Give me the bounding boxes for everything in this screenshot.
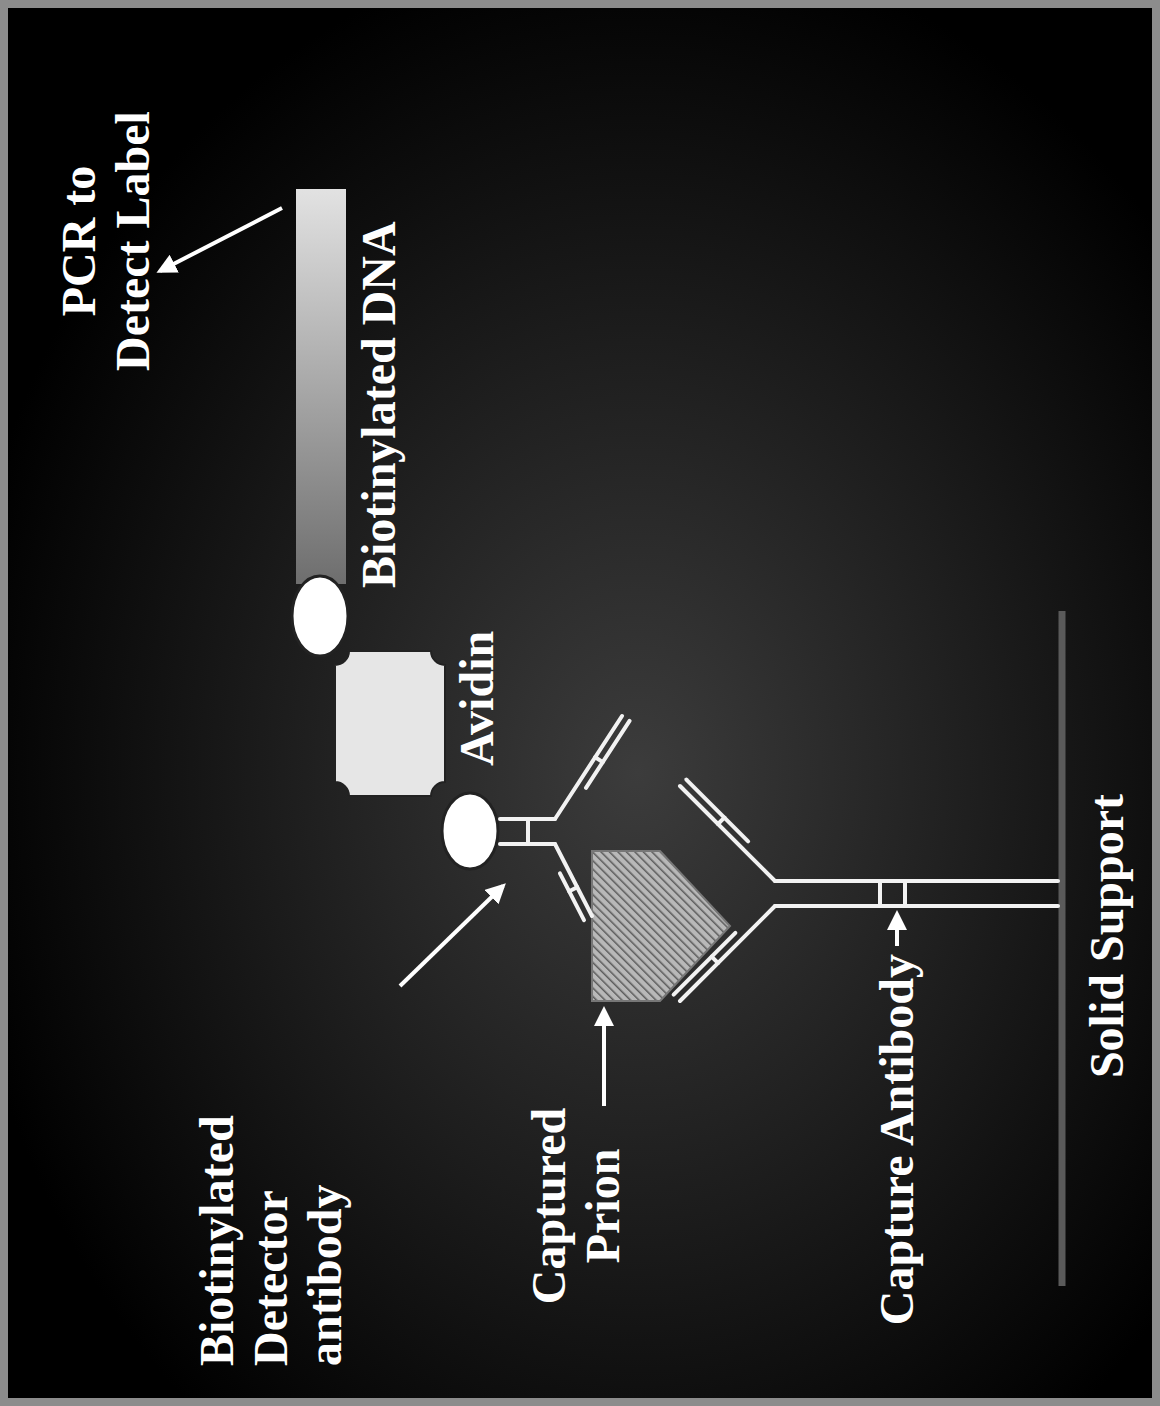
antibody-disulfide-bond	[718, 818, 724, 824]
antibody-hinge-bond	[526, 819, 530, 844]
label: Biotinylated Detector antibody	[190, 1111, 352, 1366]
antibody-heavy-chain	[555, 716, 622, 819]
leader-arrow	[400, 886, 503, 986]
antibody-hinge-bond	[878, 881, 882, 906]
antibody-light-chain	[560, 873, 584, 920]
leader-arrow	[895, 914, 899, 946]
label: Biotinylated DNA	[352, 217, 406, 588]
label: Avidin	[450, 627, 504, 766]
dna-strand	[296, 189, 346, 584]
antibody-stem	[775, 904, 1058, 908]
antibody-heavy-chain	[680, 906, 775, 1001]
antibody-disulfide-bond	[569, 887, 577, 891]
biotin-ellipse	[442, 793, 498, 869]
antibody-light-chain	[586, 721, 630, 788]
leader-arrow	[602, 1010, 606, 1106]
label: Captured Prion	[522, 1106, 630, 1306]
label: PCR to Detect Label	[52, 109, 160, 373]
slide-background	[8, 8, 1152, 1398]
antibody-heavy-chain	[680, 786, 775, 881]
label: Capture Antibody	[870, 954, 924, 1329]
label: Solid Support	[1080, 792, 1134, 1080]
prion-shape	[592, 851, 730, 1001]
leader-arrow	[160, 208, 282, 271]
antibody-heavy-chain	[555, 844, 592, 916]
antibody-disulfide-bond	[595, 757, 603, 762]
antibody-stem	[775, 879, 1058, 883]
antibody-disulfide-bond	[712, 957, 718, 963]
solid-support	[1059, 611, 1066, 1286]
antibody-light-chain	[674, 933, 736, 995]
antibody-light-chain	[686, 780, 748, 842]
avidin-shape	[335, 651, 445, 796]
antibody-hinge-bond	[903, 881, 907, 906]
biotin-ellipse	[292, 576, 348, 656]
